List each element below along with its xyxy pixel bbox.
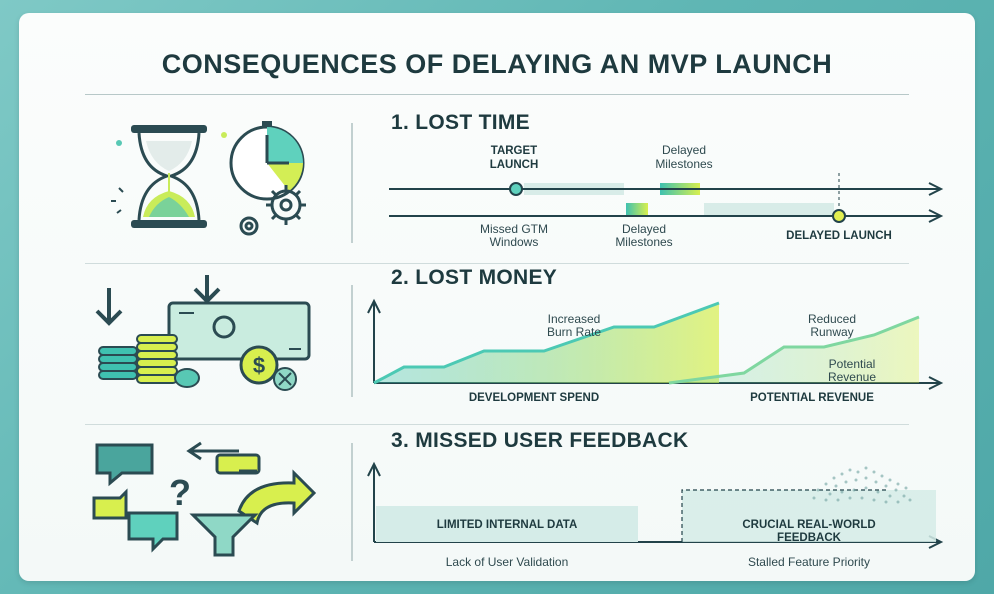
section-3-divider (351, 443, 353, 561)
funnel-icon (189, 513, 259, 557)
missed-gtm-label: Missed GTM (480, 222, 548, 236)
delayed-milestones-bottom-label: Delayed (622, 222, 666, 236)
dollar-x-icon: $ (239, 345, 297, 391)
reduced-runway-label: Reduced (808, 312, 856, 326)
lost-time-illustration (111, 121, 306, 236)
section-2-divider (351, 285, 353, 397)
hourglass-icon (131, 125, 207, 228)
clock-icon (229, 121, 305, 201)
curved-arrow-icon (186, 441, 317, 526)
target-launch-label-2: LAUNCH (490, 159, 539, 171)
missed-feedback-chart: LIMITED INTERNAL DATA CRUCIAL REAL-WORLD… (367, 461, 944, 569)
lost-time-heading: 1. LOST TIME (391, 111, 530, 134)
missed-feedback-illustration: ? (92, 441, 317, 557)
lack-of-validation-label: Lack of User Validation (446, 555, 569, 569)
chat-bubble-icon (92, 443, 261, 553)
burn-rate-label-2: Burn Rate (547, 325, 601, 339)
question-mark-icon: ? (169, 472, 191, 513)
delayed-milestones-top-label-2: Milestones (655, 157, 712, 171)
target-launch-marker (509, 182, 523, 196)
gear-icon (239, 185, 306, 236)
svg-text:$: $ (253, 353, 265, 378)
down-arrow-icon (95, 275, 221, 326)
lost-time-timeline: TARGET LAUNCH Delayed Milestones Missed … (389, 143, 944, 249)
lost-money-illustration: $ (95, 275, 311, 391)
lost-money-charts: Increased Burn Rate Reduced Runway Poten… (367, 298, 944, 404)
row-divider-2 (85, 424, 909, 425)
limited-internal-data-bar (376, 506, 638, 542)
development-spend-line (373, 301, 720, 385)
svg-text:?: ? (169, 472, 191, 513)
limited-internal-data-label: LIMITED INTERNAL DATA (437, 519, 578, 531)
infographic-card: CONSEQUENCES OF DELAYING AN MVP LAUNCH 1… (19, 13, 975, 581)
lost-money-heading: 2. LOST MONEY (391, 266, 558, 289)
potential-revenue-label: POTENTIAL REVENUE (750, 392, 874, 404)
potential-revenue-note-2: Revenue (828, 370, 876, 384)
crucial-feedback-bar (682, 490, 936, 542)
reduced-runway-label-2: Runway (810, 325, 853, 339)
missed-feedback-heading: 3. MISSED USER FEEDBACK (391, 429, 689, 452)
crucial-feedback-label-2: FEEDBACK (777, 532, 842, 544)
coins-icon (98, 334, 200, 388)
target-launch-label: TARGET (491, 145, 537, 157)
delayed-launch-marker (832, 209, 846, 223)
section-1-divider (351, 123, 353, 243)
banknote-icon (167, 301, 311, 361)
crucial-feedback-label: CRUCIAL REAL-WORLD (742, 519, 875, 531)
row-divider-1 (85, 263, 909, 264)
delayed-milestones-bottom-label-2: Milestones (615, 235, 672, 249)
potential-revenue-note: Potential (829, 357, 876, 371)
delayed-milestones-top-label: Delayed (662, 143, 706, 157)
burn-rate-label: Increased (548, 312, 601, 326)
potential-revenue-line (668, 315, 920, 385)
page-title: CONSEQUENCES OF DELAYING AN MVP LAUNCH (161, 49, 833, 79)
delayed-launch-label: DELAYED LAUNCH (786, 230, 892, 242)
title-divider (85, 94, 909, 95)
cloud-icon (812, 466, 912, 504)
stalled-feature-priority-label: Stalled Feature Priority (748, 555, 870, 569)
missed-gtm-label-2: Windows (490, 235, 539, 249)
development-spend-label: DEVELOPMENT SPEND (469, 392, 599, 404)
